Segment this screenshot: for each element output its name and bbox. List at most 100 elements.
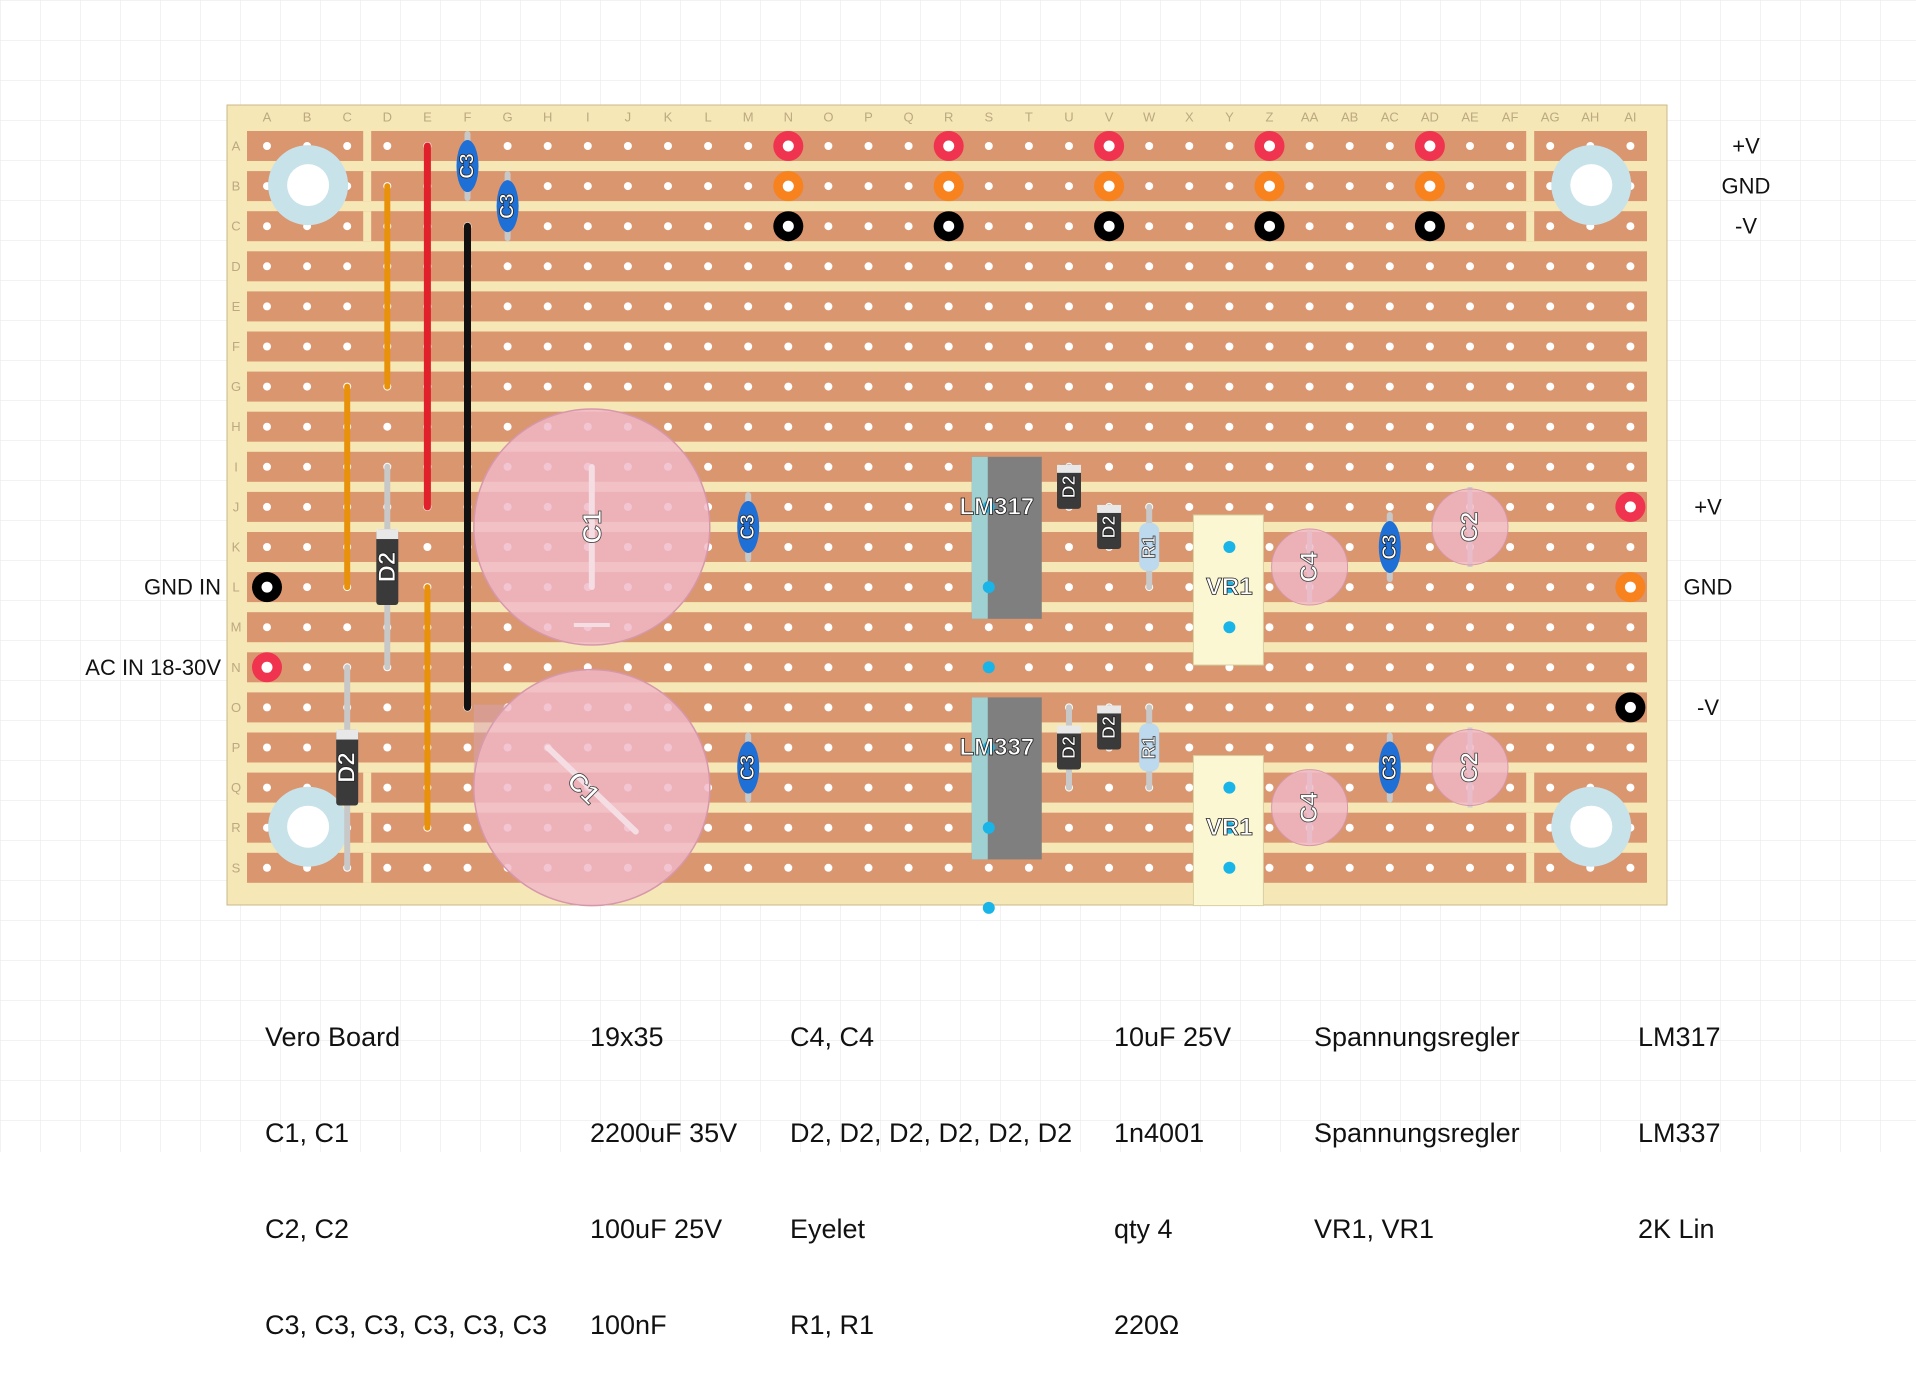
board-hole [1265, 462, 1274, 471]
board-hole [864, 262, 873, 271]
bom-item: VR1, VR1 [1314, 1214, 1435, 1244]
component-label: C3 [737, 755, 759, 781]
board-hole [664, 182, 672, 191]
board-hole [664, 663, 672, 672]
board-hole [1185, 342, 1194, 351]
board-hole [1065, 823, 1073, 832]
board-hole [1345, 422, 1354, 431]
column-label: J [625, 110, 632, 125]
board-hole [1185, 703, 1194, 712]
board-hole [904, 783, 913, 792]
board-hole [583, 222, 592, 231]
board-hole [1265, 262, 1274, 271]
component-label: VR1 [1206, 574, 1253, 601]
board-hole [664, 262, 672, 271]
regulator-pin [982, 821, 995, 834]
board-hole [1185, 142, 1194, 150]
board-hole [1225, 142, 1234, 150]
board-hole [263, 863, 271, 872]
board-hole [1185, 543, 1194, 551]
board-hole [1385, 502, 1394, 511]
board-hole [904, 262, 913, 271]
board-hole [303, 502, 312, 511]
board-hole [824, 743, 833, 752]
board-hole [1345, 743, 1354, 752]
board-hole [543, 302, 552, 311]
board-hole [1586, 302, 1595, 311]
board-hole [1586, 703, 1595, 712]
board-hole [744, 182, 753, 191]
board-hole [1105, 422, 1114, 431]
column-label: AG [1541, 110, 1560, 125]
column-label: I [586, 110, 590, 125]
board-hole [864, 663, 873, 672]
ceramic-capacitor [737, 500, 760, 553]
eyelet-hole [1424, 140, 1436, 152]
board-hole [1065, 182, 1073, 191]
board-hole [1385, 262, 1394, 271]
column-label: Z [1266, 110, 1274, 125]
column-label: U [1064, 110, 1073, 125]
trimmer-pin [1223, 581, 1236, 594]
board-hole [1466, 863, 1474, 872]
bom-item: C4, C4 [790, 1022, 875, 1052]
board-hole [784, 863, 793, 872]
board-hole [1546, 863, 1555, 872]
board-hole [984, 182, 993, 191]
column-label: Q [904, 110, 914, 125]
column-label: W [1143, 110, 1156, 125]
row-label: L [232, 580, 239, 595]
board-hole [1305, 663, 1314, 672]
board-hole [704, 422, 713, 431]
board-hole [1466, 262, 1474, 271]
mounting-hole-center [287, 805, 330, 848]
board-hole [1265, 543, 1274, 551]
board-hole [1185, 222, 1194, 231]
board-hole [1506, 502, 1515, 511]
board-hole [1506, 863, 1515, 872]
board-hole [1586, 663, 1595, 672]
board-hole [1105, 382, 1114, 391]
board-hole [1225, 342, 1234, 351]
board-hole [984, 863, 993, 872]
board-hole [864, 543, 873, 551]
eyelet-hole [943, 180, 955, 192]
regulator-pin [982, 741, 995, 754]
board-hole [623, 382, 632, 391]
component-label: D2 [334, 752, 361, 783]
board-hole [303, 382, 312, 391]
board-hole [1105, 623, 1114, 632]
board-hole [1626, 382, 1635, 391]
component-label: D2 [374, 552, 401, 583]
board-hole [864, 583, 873, 592]
board-hole [1546, 502, 1555, 511]
column-label: O [823, 110, 833, 125]
eyelet-hole [1424, 220, 1436, 232]
mounting-holes [268, 145, 1632, 867]
components [336, 131, 1509, 914]
diode-band [1057, 725, 1081, 734]
board-hole [664, 422, 672, 431]
component-label: C3 [1379, 534, 1401, 560]
board-hole [704, 663, 713, 672]
board-hole [1225, 382, 1234, 391]
board-hole [583, 142, 592, 150]
board-hole [824, 222, 833, 231]
board-hole [984, 382, 993, 391]
ceramic-capacitor [737, 741, 760, 794]
board-hole [1425, 863, 1434, 872]
board-hole [864, 382, 873, 391]
board-hole [704, 823, 713, 832]
board-hole [1586, 623, 1595, 632]
board-hole [1546, 543, 1555, 551]
component-label: C3 [457, 153, 479, 179]
board-hole [1506, 462, 1515, 471]
component-label: C1 [577, 510, 607, 543]
board-hole [1024, 262, 1033, 271]
board-hole [1065, 623, 1073, 632]
board-hole [503, 663, 512, 672]
board-hole [1546, 382, 1555, 391]
row-label: E [232, 299, 241, 314]
board-hole [583, 342, 592, 351]
bom-item: Spannungsregler [1314, 1022, 1520, 1052]
